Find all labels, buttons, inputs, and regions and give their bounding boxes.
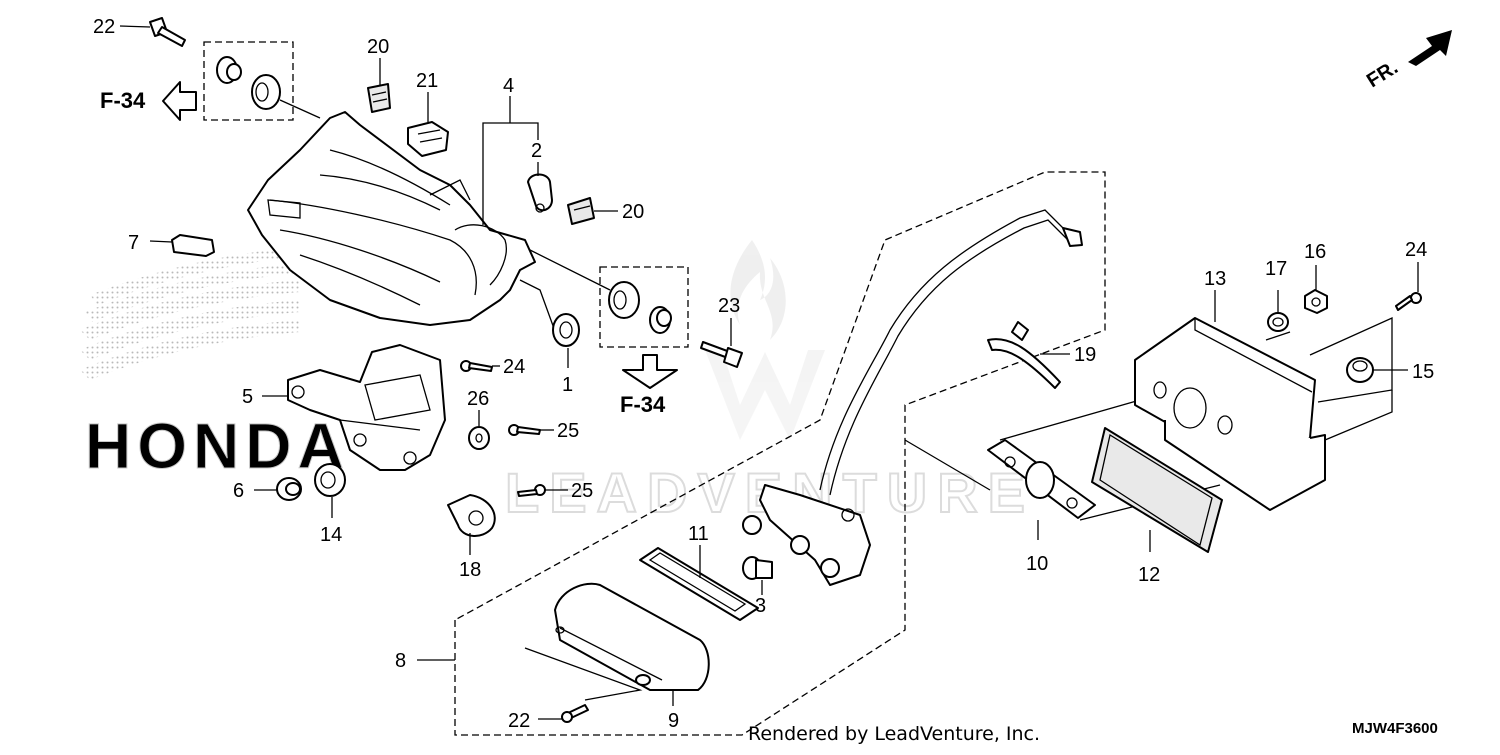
collar-part[interactable] [216,56,242,84]
callout-24-right: 24 [1405,239,1427,261]
damper-set-box-left [203,41,294,121]
callout-22-upper: 22 [93,16,115,38]
callout-9: 9 [668,710,679,732]
license-lens-9[interactable] [554,582,710,691]
screw-24-middle[interactable] [460,360,493,372]
gasket-11[interactable] [639,547,759,621]
callout-6: 6 [233,480,244,502]
callout-19: 19 [1074,344,1096,366]
callout-8: 8 [395,650,406,672]
stay-bracket-5[interactable] [287,344,446,471]
grommet-15[interactable] [1346,357,1374,383]
callout-25-upper: 25 [557,420,579,442]
hollow-arrow-down-icon [622,354,678,389]
diagram-code: MJW4F3600 [1352,720,1438,737]
band-19[interactable] [987,321,1061,389]
callout-16: 16 [1304,241,1326,263]
license-light-assembly-boundary [454,171,1106,736]
screw-23[interactable] [561,704,589,723]
bulb-socket-2[interactable] [527,173,553,213]
callout-20-right: 20 [622,201,644,223]
callout-2: 2 [531,140,542,162]
callout-5: 5 [242,386,253,408]
front-label: FR. [1363,57,1402,93]
socket-21[interactable] [407,121,449,157]
collar-17[interactable] [1267,312,1289,332]
callout-14: 14 [320,524,342,546]
callout-11: 11 [688,523,709,545]
callout-26: 26 [467,388,489,410]
callout-20-upper: 20 [367,36,389,58]
callout-22-lower: 23 [718,295,740,317]
callout-12: 12 [1138,564,1160,586]
flame-logo-icon [705,240,825,440]
brand-background: HONDA [80,245,350,483]
front-direction-indicator: FR. [1363,30,1452,92]
callout-15: 15 [1412,361,1434,383]
reference-f34-left: F-34 [100,88,146,113]
rendered-by-text: Rendered by LeadVenture, Inc. [748,723,1040,745]
tail-light-housing[interactable] [247,111,536,326]
reflector-housing-13[interactable] [1134,317,1326,511]
screw-25-lower[interactable] [517,484,546,497]
clip-20-right[interactable] [567,197,595,225]
reflector-12[interactable] [1091,427,1223,553]
callout-7: 7 [128,232,139,254]
collar-6[interactable] [276,477,302,501]
bolt-22-lower[interactable] [700,341,743,368]
screw-25-upper[interactable] [508,424,541,436]
reference-f34-bottom: F-34 [620,392,666,417]
bolt-22-upper[interactable] [149,17,186,47]
rubber-damper-lower[interactable] [608,281,640,319]
gasket-10[interactable] [987,439,1096,519]
callout-25-lower: 25 [571,480,593,502]
callout-4: 4 [503,75,514,97]
callout-21: 21 [416,70,438,92]
callout-13: 13 [1204,268,1226,290]
clamp-18[interactable] [447,494,496,537]
screw-24-right[interactable] [1395,292,1422,311]
collar-lower[interactable] [649,306,672,334]
nut-16[interactable] [1304,289,1328,314]
callout-24-middle: 24 [503,356,525,378]
pad-7[interactable] [171,234,215,257]
washer-26[interactable] [468,426,490,450]
callout-23: 22 [508,710,530,732]
brand-lettering: HONDA [85,410,350,482]
callout-3: 3 [755,595,766,617]
callout-1: 1 [562,374,573,396]
license-bracket-stay[interactable] [819,209,1083,496]
damper-set-box-right [599,266,689,348]
hollow-arrow-left-icon [162,81,197,121]
grommet-14[interactable] [314,463,346,497]
callout-17: 17 [1265,258,1287,280]
license-light-base[interactable] [742,484,871,586]
bulb-3[interactable] [742,556,773,580]
grommet-1[interactable] [552,313,580,347]
callout-18: 18 [459,559,481,581]
arrow-up-right-icon [1408,30,1452,66]
callout-10: 10 [1026,553,1048,575]
rubber-damper-upper[interactable] [251,74,281,110]
clip-20-upper[interactable] [367,83,391,113]
